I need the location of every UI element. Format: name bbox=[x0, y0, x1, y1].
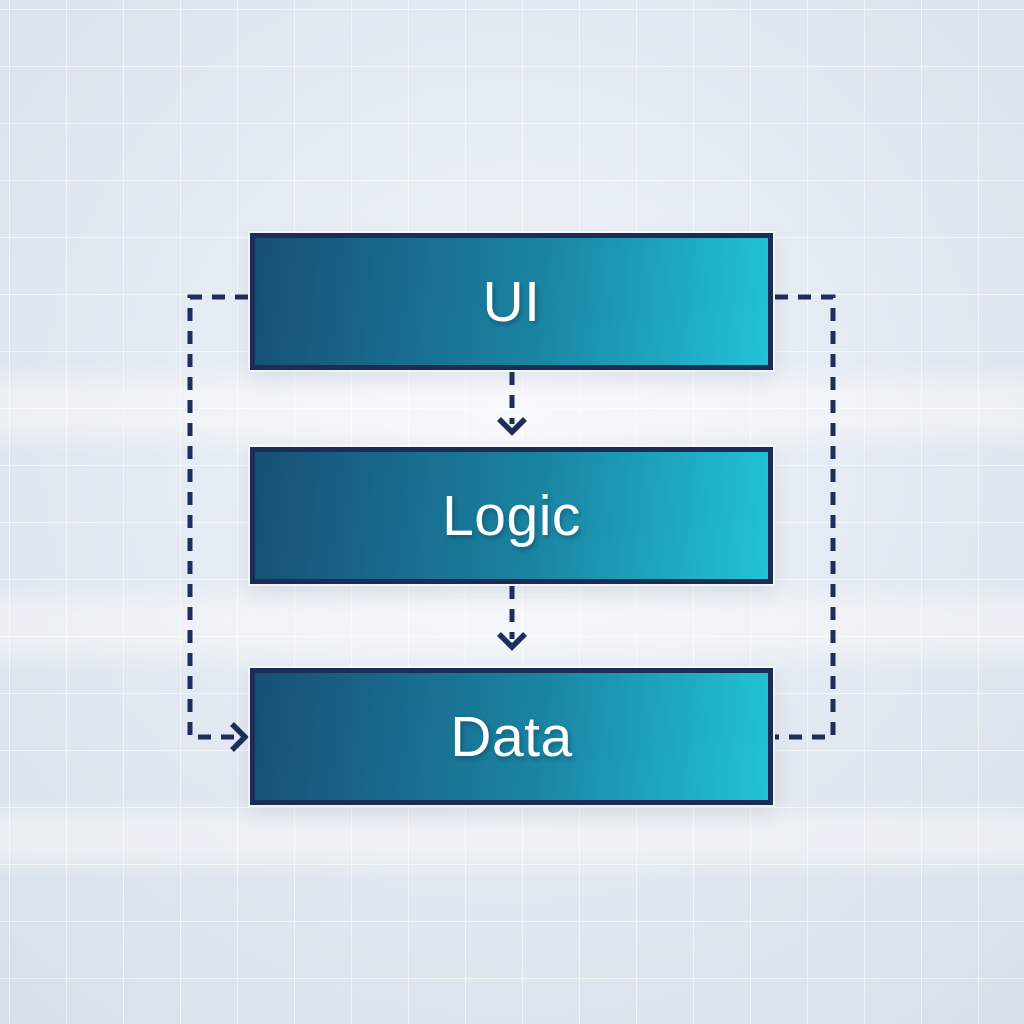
node-ui[interactable]: UI bbox=[250, 233, 773, 370]
background-band bbox=[0, 362, 1024, 454]
arrowhead-right-icon bbox=[230, 722, 249, 752]
node-logic-label: Logic bbox=[442, 483, 581, 548]
arrowhead-down-icon bbox=[497, 632, 527, 651]
background-band bbox=[0, 578, 1024, 674]
background-band bbox=[0, 798, 1024, 878]
connector-ui-to-data-left-loop bbox=[187, 294, 249, 752]
connector-ui-to-logic bbox=[497, 372, 527, 436]
node-ui-label: UI bbox=[482, 269, 541, 334]
connector-logic-to-data bbox=[497, 586, 527, 651]
node-data[interactable]: Data bbox=[250, 668, 773, 805]
node-logic[interactable]: Logic bbox=[250, 447, 773, 584]
connector-ui-to-data-right-loop bbox=[775, 294, 836, 740]
node-data-label: Data bbox=[450, 704, 573, 769]
arrowhead-down-icon bbox=[497, 417, 527, 436]
